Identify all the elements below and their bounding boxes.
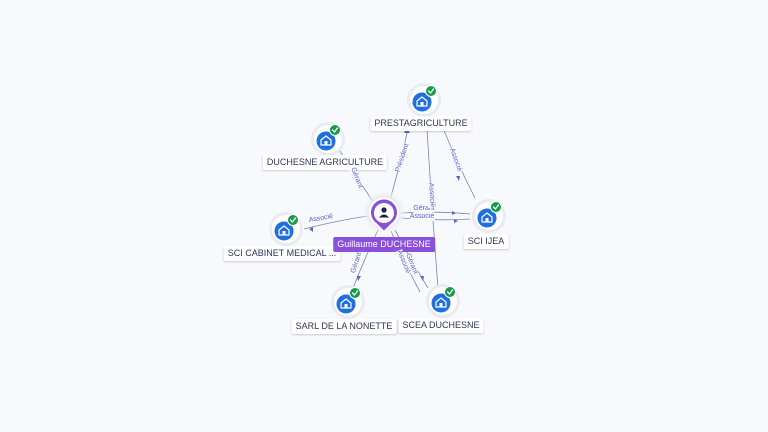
company-label-duchesne-agriculture[interactable]: DUCHESNE AGRICULTURE (262, 155, 388, 170)
company-node-sci-cabinet-medical[interactable] (269, 212, 303, 246)
building-icon (340, 298, 352, 309)
edge-label-ijea-gerant: Gérant (413, 205, 435, 213)
building-icon (481, 212, 493, 223)
verified-check-icon (329, 124, 341, 136)
edge-person-ijea-gerant (400, 211, 471, 215)
person-pin-inner (374, 203, 394, 223)
building-icon (435, 297, 447, 308)
arrowhead-scea (420, 276, 424, 281)
verified-check-icon (425, 85, 437, 97)
company-label-sci-cabinet-medical[interactable]: SCI CABINET MEDICAL ... (223, 246, 341, 261)
person-node[interactable] (360, 188, 408, 236)
company-label-scea-duchesne[interactable]: SCEA DUCHESNE (398, 318, 484, 333)
company-nodes (269, 83, 506, 319)
verified-check-icon (349, 287, 361, 299)
company-node-sci-ijea[interactable] (472, 199, 506, 233)
verified-check-icon (444, 286, 456, 298)
building-icon (416, 96, 428, 107)
company-label-sci-ijea[interactable]: SCI IJEA (463, 234, 509, 249)
company-node-scea-duchesne[interactable] (426, 284, 460, 318)
company-node-duchesne-agriculture[interactable] (311, 122, 345, 156)
verified-check-icon (287, 214, 299, 226)
verified-check-icon (490, 201, 502, 213)
edge-label-presta-scea: Associé (426, 182, 436, 208)
edge-person-ijea-associe (400, 217, 471, 221)
arrowhead-presta-ijea (456, 176, 460, 181)
company-label-prestagriculture[interactable]: PRESTAGRICULTURE (370, 116, 472, 131)
edge-person-nonette (352, 229, 379, 289)
arrowhead-cabinet (309, 227, 313, 232)
person-name-label[interactable]: Guillaume DUCHESNE (333, 237, 435, 252)
arrowhead-ijea (452, 211, 456, 215)
building-icon (320, 135, 332, 146)
edge-label-ijea-associe: Associé (409, 213, 435, 221)
company-node-sarl-nonette[interactable] (331, 285, 365, 319)
arrowhead-nonette (357, 276, 361, 281)
user-icon (379, 207, 389, 218)
arrowhead-ijea-2 (454, 219, 458, 223)
company-label-sarl-nonette[interactable]: SARL DE LA NONETTE (291, 319, 397, 334)
company-node-prestagriculture[interactable] (407, 83, 441, 117)
building-icon (278, 225, 290, 236)
